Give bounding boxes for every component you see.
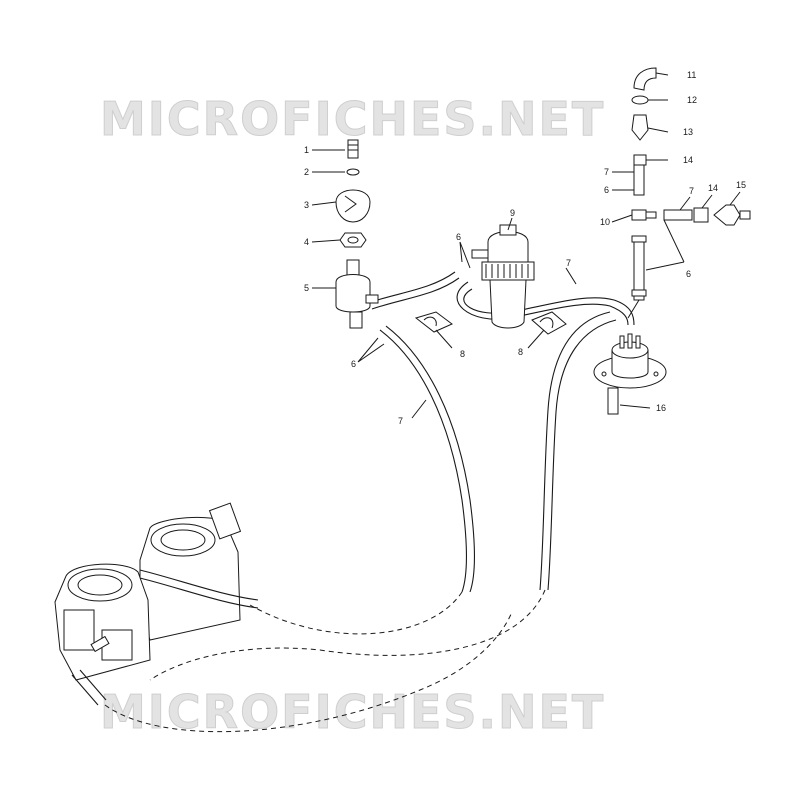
- part-carb-front-throat: [67, 568, 133, 602]
- callout-10: 10: [600, 217, 610, 227]
- watermark-bottom: MICROFICHES.NET: [100, 685, 605, 739]
- part-elbow: [633, 67, 657, 91]
- hose-filter-to-pump: [456, 281, 635, 326]
- carburetor-assembly: [54, 502, 259, 706]
- part-filter-bowl: [489, 279, 527, 329]
- callout-9: 9: [510, 208, 515, 218]
- part-vent-hose-upper: [633, 164, 645, 196]
- hose-clips: [414, 311, 567, 335]
- part-rollover-valve: [713, 204, 741, 226]
- hose-carb-lower: [71, 669, 107, 706]
- callouts: 1 2 3 4 5 6 6 6 6 7 7 7 7 8 8 9 10 11 12…: [304, 70, 746, 426]
- callout-16: 16: [656, 403, 666, 413]
- hose-valve-to-filter: [367, 271, 460, 310]
- hose-valve-to-carb: [379, 325, 476, 593]
- part-filter-cap: [487, 231, 529, 263]
- callout-3: 3: [304, 200, 309, 210]
- part-nut: [339, 232, 367, 248]
- callout-6-filter: 6: [456, 232, 461, 242]
- callout-5: 5: [304, 283, 309, 293]
- part-connector-top: [633, 154, 647, 166]
- callout-6-vent: 6: [604, 185, 609, 195]
- callout-2: 2: [304, 167, 309, 177]
- part-clip-right: [531, 311, 567, 335]
- part-valve-body: [335, 274, 371, 313]
- part-carb-front-cover: [63, 609, 95, 651]
- part-carb-rear-throat: [150, 523, 216, 557]
- routing-dashed-1: [249, 591, 463, 635]
- callout-1: 1: [304, 145, 309, 155]
- part-carb-fitting: [90, 635, 110, 653]
- part-valve-outlet: [349, 311, 363, 329]
- part-filter-ring: [481, 261, 535, 281]
- vent-line-assembly: [627, 67, 751, 319]
- part-pump-pickup: [607, 387, 619, 415]
- callout-4: 4: [304, 237, 309, 247]
- leader-lines: [311, 72, 741, 419]
- fuel-hoses: [104, 271, 635, 733]
- part-tee: [631, 209, 647, 221]
- callout-7-vent-upper: 7: [604, 167, 609, 177]
- part-clamp-ring: [631, 95, 649, 105]
- callout-8-right: 8: [518, 347, 523, 357]
- callout-6-lower: 6: [686, 269, 691, 279]
- callout-12: 12: [687, 95, 697, 105]
- callout-14-top: 14: [683, 155, 693, 165]
- part-filter-inlet: [471, 249, 489, 259]
- callout-7-filter-hose: 7: [566, 258, 571, 268]
- watermark-top: MICROFICHES.NET: [100, 92, 605, 146]
- callout-15: 15: [736, 180, 746, 190]
- callout-14-right: 14: [708, 183, 718, 193]
- fuel-valve-assembly: [335, 139, 379, 329]
- hose-pump-to-carb: [539, 311, 617, 591]
- fuel-pump-assembly: [593, 333, 667, 415]
- hose-carb-link: [139, 569, 259, 609]
- callout-6-valve: 6: [351, 359, 356, 369]
- part-check-valve: [631, 114, 649, 141]
- part-connector-right: [693, 207, 709, 223]
- part-valve-fitting: [365, 294, 379, 304]
- part-clip-left: [414, 311, 453, 333]
- part-vent-hose-branch: [663, 209, 693, 221]
- routing-dashed-2: [149, 589, 546, 681]
- callout-8-left: 8: [460, 349, 465, 359]
- callout-7-vent-branch: 7: [689, 186, 694, 196]
- part-washer: [346, 168, 360, 176]
- part-screw: [347, 139, 359, 159]
- part-carb-rear-fitting: [208, 502, 242, 540]
- fuel-filter-assembly: [471, 224, 535, 329]
- callout-11: 11: [687, 70, 696, 80]
- callout-13: 13: [683, 127, 693, 137]
- routing-dashed-3: [104, 611, 513, 733]
- callout-7-long-hose: 7: [398, 416, 403, 426]
